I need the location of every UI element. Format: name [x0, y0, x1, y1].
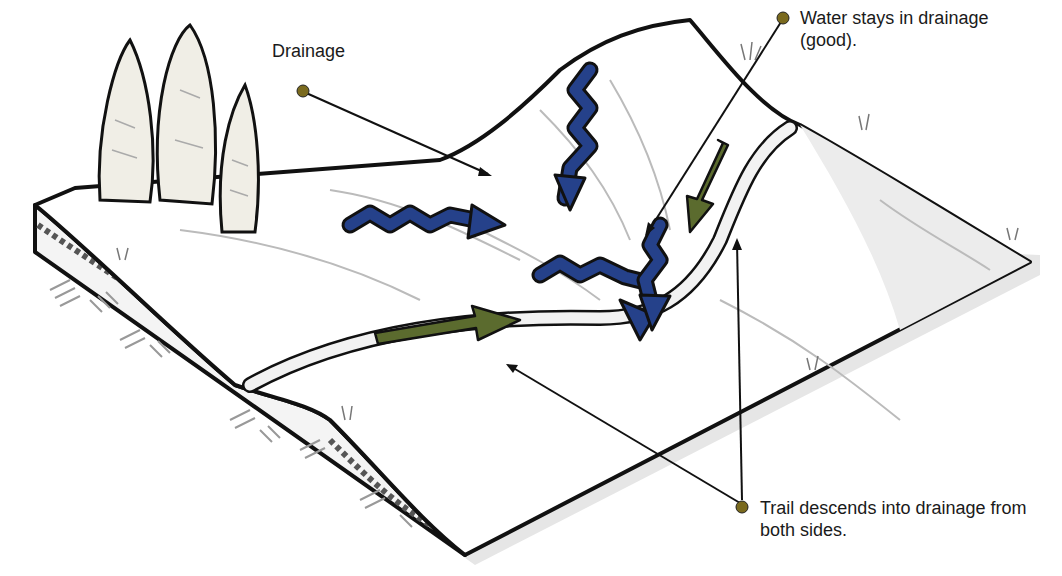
- callout-label: Drainage: [272, 40, 392, 62]
- callout-label: Trail descends into drainage from both s…: [760, 497, 1050, 541]
- callout-label: Water stays in drainage (good).: [800, 7, 1028, 51]
